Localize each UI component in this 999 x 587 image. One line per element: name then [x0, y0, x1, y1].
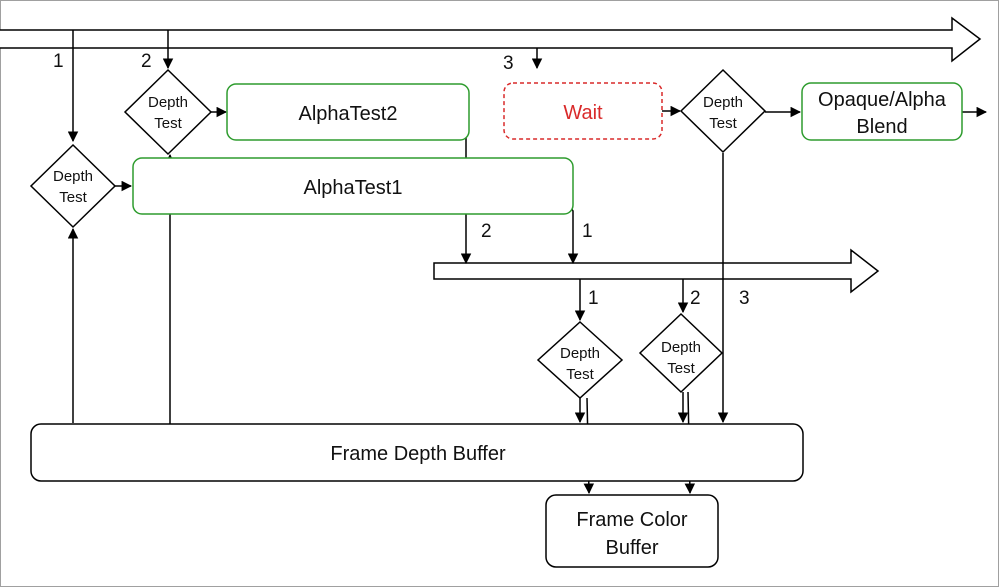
depth-test-d: Depth Test	[536, 320, 624, 400]
frame-depth-buffer-label: Frame Depth Buffer	[330, 443, 506, 465]
label-low-2: 2	[690, 288, 701, 309]
depth-test-e-line2: Test	[667, 360, 695, 377]
depth-test-a-line1: Depth	[53, 168, 93, 185]
depth-test-b: Depth Test	[123, 68, 213, 156]
depth-test-c-line1: Depth	[703, 94, 743, 111]
depth-test-d-line2: Test	[566, 366, 594, 383]
frame-color-buffer-box: Frame Color Buffer	[545, 494, 719, 568]
depth-test-b-line2: Test	[154, 115, 182, 132]
frame-depth-buffer-box: Frame Depth Buffer	[30, 423, 804, 482]
depth-test-a-line2: Test	[59, 189, 87, 206]
opaque-alpha-blend-box: Opaque/Alpha Blend	[801, 82, 963, 141]
alphatest2-label: AlphaTest2	[299, 103, 398, 125]
frame-color-buffer-line2: Buffer	[606, 537, 659, 559]
middle-flow-arrow	[433, 248, 880, 294]
alphatest1-label: AlphaTest1	[304, 177, 403, 199]
wait-box: Wait	[503, 82, 663, 140]
alphatest1-box: AlphaTest1	[132, 157, 574, 215]
depth-test-d-line1: Depth	[560, 345, 600, 362]
label-low-3: 3	[739, 288, 750, 309]
depth-test-b-line1: Depth	[148, 94, 188, 111]
label-top-1: 1	[53, 51, 64, 72]
label-top-3: 3	[503, 53, 514, 74]
alphatest2-box: AlphaTest2	[226, 83, 470, 141]
depth-test-c: Depth Test	[679, 68, 767, 154]
label-top-2: 2	[141, 51, 152, 72]
opaque-alpha-blend-line1: Opaque/Alpha	[818, 89, 947, 111]
opaque-alpha-blend-line2: Blend	[856, 116, 907, 138]
depth-test-e-line1: Depth	[661, 339, 701, 356]
label-low-1: 1	[588, 288, 599, 309]
frame-color-buffer-line1: Frame Color	[576, 509, 687, 531]
depth-test-a: Depth Test	[29, 143, 117, 229]
depth-test-c-line2: Test	[709, 115, 737, 132]
depth-test-e: Depth Test	[638, 312, 724, 394]
top-flow-arrow	[0, 16, 982, 63]
label-mid-1: 1	[582, 221, 593, 242]
wait-label: Wait	[563, 102, 603, 124]
label-mid-2: 2	[481, 221, 492, 242]
